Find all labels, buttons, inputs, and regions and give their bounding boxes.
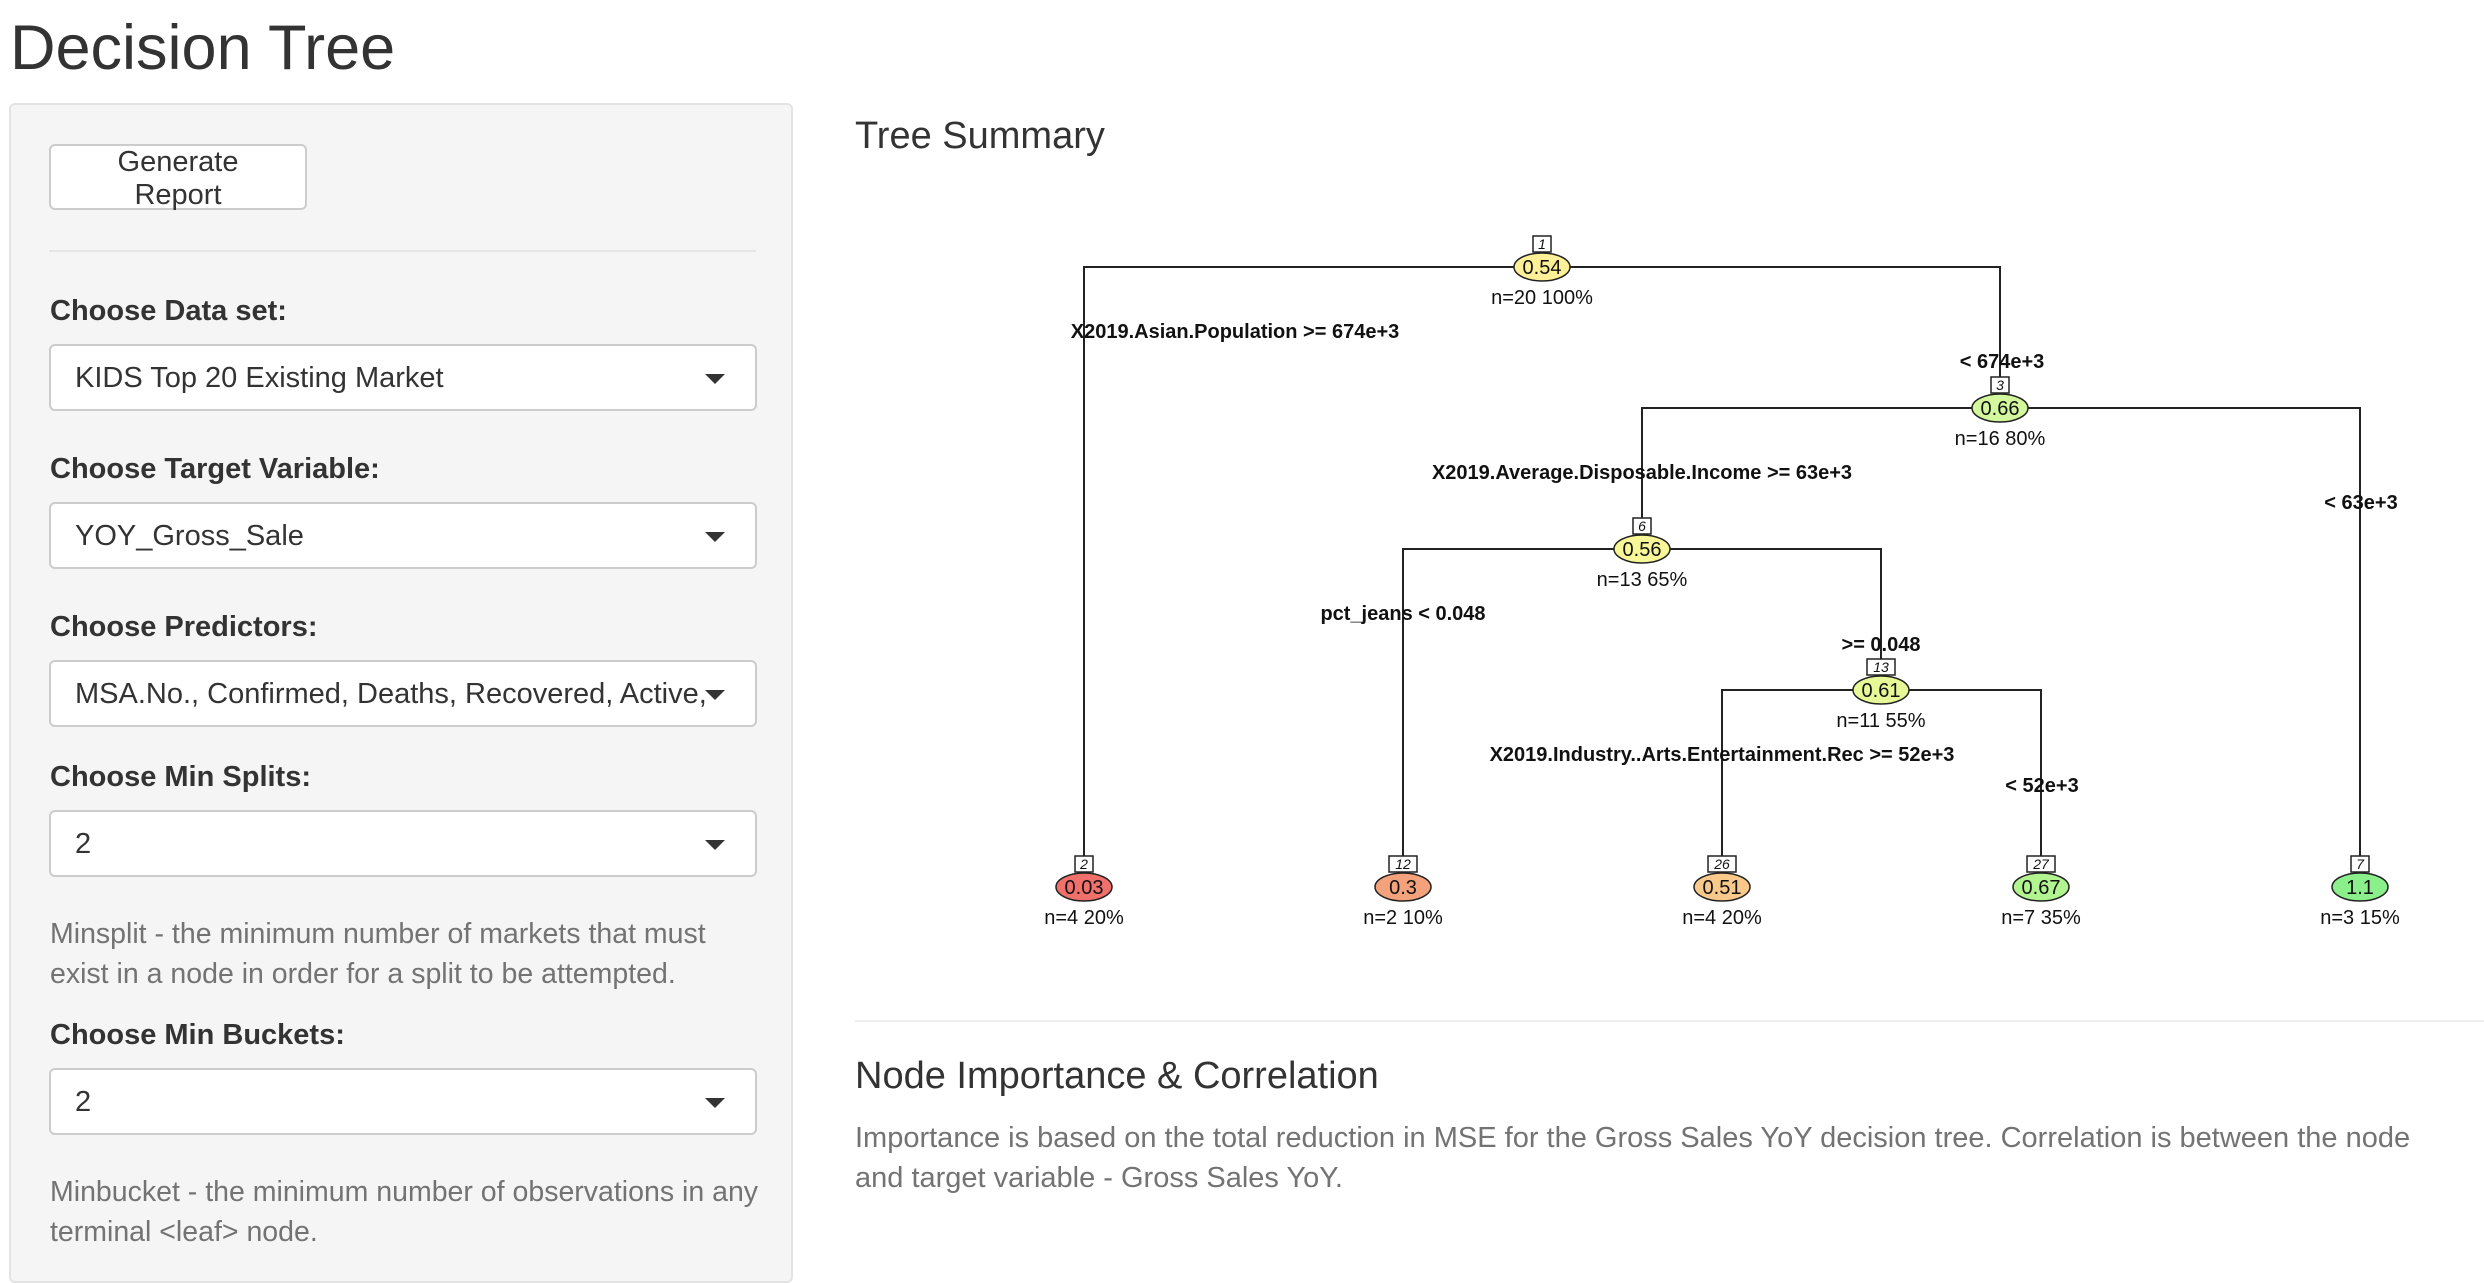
node-value: 0.56 xyxy=(1623,539,1662,561)
chevron-down-icon xyxy=(705,690,725,700)
node-stats: n=4 20% xyxy=(1044,907,1124,929)
dataset-select[interactable]: KIDS Top 20 Existing Market xyxy=(49,344,757,411)
node-id-label: 3 xyxy=(1996,377,2004,393)
split-label: < 52e+3 xyxy=(2005,775,2078,797)
node-importance-title: Node Importance & Correlation xyxy=(855,1055,1379,1097)
node-stats: n=11 55% xyxy=(1836,710,1925,732)
section-divider xyxy=(855,1020,2484,1022)
tree-nodes: 1 0.54 n=20 100% 3 0.66 n=16 80% 6 0.56 n=13 65%… xyxy=(1044,235,2400,929)
node-ellipse xyxy=(1613,534,1671,564)
tree-node-7: 7 1.1 n=3 15% xyxy=(2320,855,2400,929)
node-value: 0.54 xyxy=(1523,257,1562,279)
node-id-box xyxy=(1707,855,1737,873)
split-label: >= 0.048 xyxy=(1842,634,1921,656)
node-id-box xyxy=(1074,855,1094,873)
node-stats: n=20 100% xyxy=(1491,287,1593,309)
target-variable-select[interactable]: YOY_Gross_Sale xyxy=(49,502,757,569)
split-label: X2019.Average.Disposable.Income >= 63e+3 xyxy=(1432,462,1852,484)
tree-node-2: 2 0.03 n=4 20% xyxy=(1044,855,1124,929)
node-value: 0.67 xyxy=(2022,877,2061,899)
target-variable-value: YOY_Gross_Sale xyxy=(75,520,304,552)
node-stats: n=16 80% xyxy=(1955,428,2046,450)
chevron-down-icon xyxy=(705,374,725,384)
node-ellipse xyxy=(2012,872,2070,902)
predictors-value: MSA.No., Confirmed, Deaths, Recovered, A… xyxy=(75,678,707,710)
node-value: 0.51 xyxy=(1703,877,1742,899)
min-buckets-select[interactable]: 2 xyxy=(49,1068,757,1135)
page-title: Decision Tree xyxy=(10,13,396,83)
node-importance-description: Importance is based on the total reducti… xyxy=(855,1122,2411,1194)
sidebar-panel: Generate Report Choose Data set: KIDS To… xyxy=(9,103,793,1283)
node-id-box xyxy=(2350,855,2370,873)
node-id-label: 6 xyxy=(1638,518,1646,534)
node-stats: n=4 20% xyxy=(1682,907,1762,929)
node-value: 0.03 xyxy=(1065,877,1104,899)
node-ellipse xyxy=(1693,872,1751,902)
min-splits-select[interactable]: 2 xyxy=(49,810,757,877)
node-value: 0.3 xyxy=(1389,877,1417,899)
split-label: X2019.Industry..Arts.Entertainment.Rec >… xyxy=(1490,744,1955,766)
tree-summary-title: Tree Summary xyxy=(855,115,1105,157)
min-splits-label: Choose Min Splits: xyxy=(50,761,311,793)
target-variable-label: Choose Target Variable: xyxy=(50,453,380,485)
node-id-label: 13 xyxy=(1873,659,1889,675)
node-ellipse xyxy=(1055,872,1113,902)
node-id-box xyxy=(1388,855,1418,873)
generate-report-button[interactable]: Generate Report xyxy=(49,144,307,211)
node-ellipse xyxy=(1513,252,1571,282)
min-buckets-value: 2 xyxy=(75,1086,92,1118)
node-value: 0.61 xyxy=(1862,680,1901,702)
min-buckets-label: Choose Min Buckets: xyxy=(50,1019,345,1051)
edge-root xyxy=(1083,266,2001,887)
split-label: < 674e+3 xyxy=(1960,351,2045,373)
node-id-label: 7 xyxy=(2356,856,2365,872)
node-id-label: 2 xyxy=(1079,856,1088,872)
tree-node-3: 3 0.66 n=16 80% xyxy=(1955,376,2046,450)
main-panel: Tree Summary X2019.Asian.Population >= 6… xyxy=(855,0,2484,1258)
sidebar-divider xyxy=(49,250,756,252)
min-buckets-help: Minbucket - the minimum number of observ… xyxy=(50,1176,759,1248)
chevron-down-icon xyxy=(705,1098,725,1108)
node-id-label: 26 xyxy=(1713,856,1730,872)
min-splits-help: Minsplit - the minimum number of markets… xyxy=(50,918,706,990)
node-ellipse xyxy=(1374,872,1432,902)
node-stats: n=13 65% xyxy=(1597,569,1688,591)
node-id-box xyxy=(1632,517,1652,535)
node-stats: n=2 10% xyxy=(1363,907,1443,929)
node-id-label: 1 xyxy=(1538,236,1546,252)
predictors-select[interactable]: MSA.No., Confirmed, Deaths, Recovered, A… xyxy=(49,660,757,727)
min-splits-value: 2 xyxy=(75,828,92,860)
split-label: < 63e+3 xyxy=(2324,492,2397,514)
node-value: 1.1 xyxy=(2346,877,2374,899)
dataset-select-value: KIDS Top 20 Existing Market xyxy=(75,362,444,394)
tree-node-1: 1 0.54 n=20 100% xyxy=(1491,235,1593,309)
node-ellipse xyxy=(1852,675,1910,705)
node-stats: n=7 35% xyxy=(2001,907,2081,929)
node-ellipse xyxy=(1971,393,2029,423)
tree-node-26: 26 0.51 n=4 20% xyxy=(1682,855,1762,929)
tree-node-6: 6 0.56 n=13 65% xyxy=(1597,517,1688,591)
tree-node-12: 12 0.3 n=2 10% xyxy=(1363,855,1443,929)
node-id-box xyxy=(1990,376,2010,394)
node-id-box xyxy=(1866,658,1896,676)
chevron-down-icon xyxy=(705,840,725,850)
chevron-down-icon xyxy=(705,532,725,542)
node-id-box xyxy=(1532,235,1552,253)
node-value: 0.66 xyxy=(1981,398,2020,420)
dataset-label: Choose Data set: xyxy=(50,295,287,327)
predictors-label: Choose Predictors: xyxy=(50,611,318,643)
split-label: pct_jeans < 0.048 xyxy=(1320,603,1485,625)
node-id-box xyxy=(2026,855,2056,873)
node-ellipse xyxy=(2331,872,2389,902)
node-id-label: 12 xyxy=(1395,856,1411,872)
tree-edges xyxy=(1083,266,2361,887)
tree-node-27: 27 0.67 n=7 35% xyxy=(2001,855,2081,929)
tree-node-13: 13 0.61 n=11 55% xyxy=(1836,658,1926,732)
edge-node-6 xyxy=(1402,548,1882,887)
node-stats: n=3 15% xyxy=(2320,907,2400,929)
node-id-label: 27 xyxy=(2032,856,2050,872)
split-label: X2019.Asian.Population >= 674e+3 xyxy=(1071,321,1400,343)
decision-tree-plot: X2019.Asian.Population >= 674e+3 < 674e+… xyxy=(1044,235,2400,929)
